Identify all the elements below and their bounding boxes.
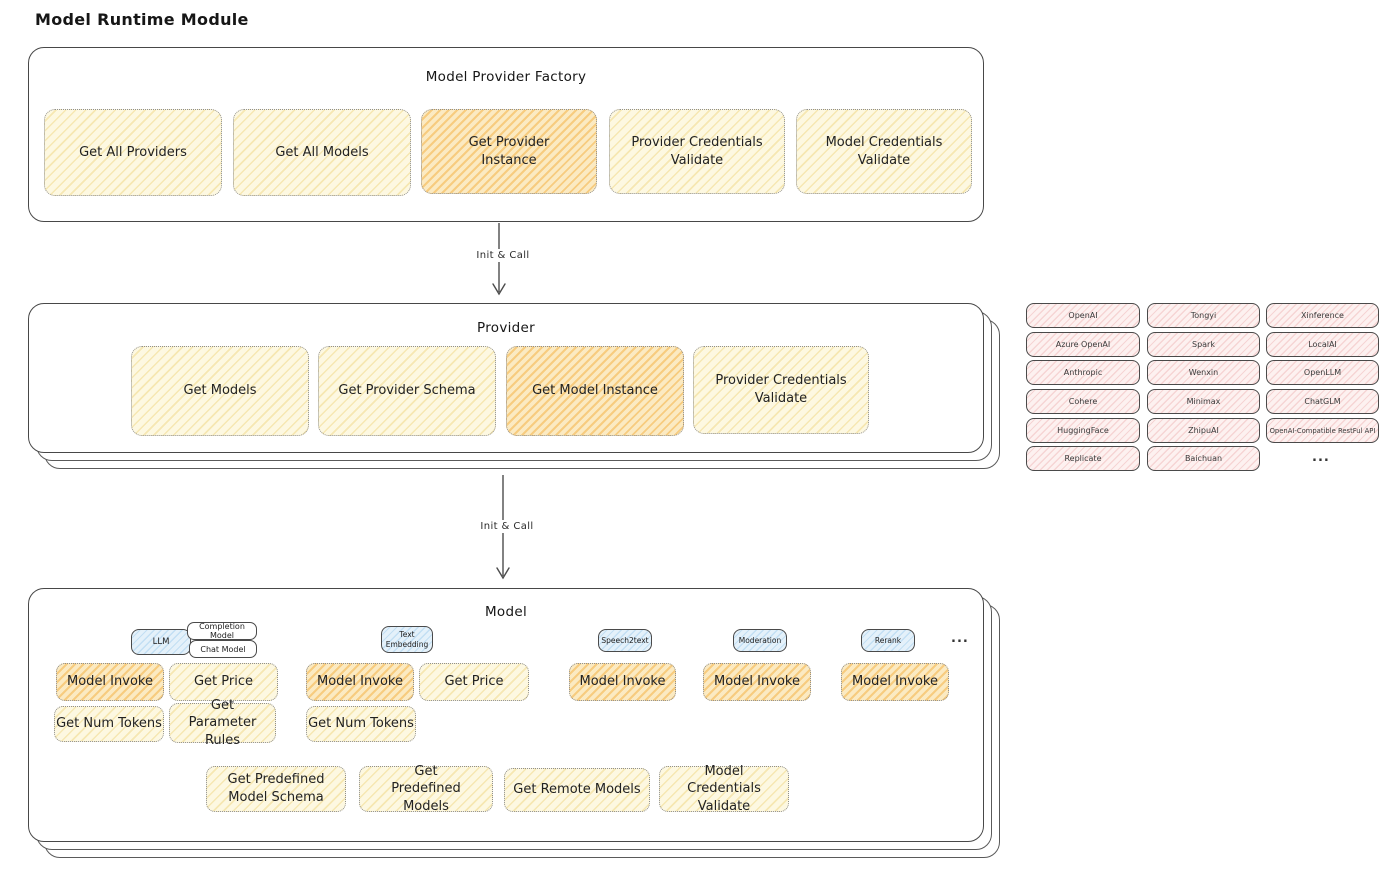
node-text-embedding-get-num-tokens: Get Num Tokens	[306, 706, 416, 742]
node-get-provider-instance: Get Provider Instance	[421, 109, 597, 194]
node-get-provider-schema: Get Provider Schema	[318, 346, 496, 436]
factory-box: Model Provider Factory Get All Providers…	[28, 47, 984, 222]
node-text-embedding-model-invoke: Model Invoke	[306, 663, 414, 701]
provider-chip-anthropic: Anthropic	[1026, 360, 1140, 385]
provider-chip-openai-compatible-restful-api: OpenAI-Compatible RestFul API	[1266, 418, 1379, 443]
node-moderation-model-invoke: Model Invoke	[703, 663, 811, 701]
provider-chip-chatglm: ChatGLM	[1266, 389, 1379, 414]
provider-chip-tongyi: Tongyi	[1147, 303, 1260, 328]
node-provider-credentials-validate-2: Provider Credentials Validate	[693, 346, 869, 434]
provider-chip-xinference: Xinference	[1266, 303, 1379, 328]
tab-rerank: Rerank	[861, 629, 915, 652]
provider-chip-wenxin: Wenxin	[1147, 360, 1260, 385]
providers-more-ellipsis: ...	[1312, 450, 1330, 465]
arrow-label-init-call-1: Init & Call	[458, 249, 548, 262]
tab-llm: LLM	[131, 629, 191, 655]
provider-chip-minimax: Minimax	[1147, 389, 1260, 414]
node-get-remote-models: Get Remote Models	[504, 768, 650, 812]
node-text-embedding-get-price: Get Price	[419, 663, 529, 701]
node-llm-get-num-tokens: Get Num Tokens	[54, 706, 164, 742]
node-get-models: Get Models	[131, 346, 309, 436]
node-llm-model-invoke: Model Invoke	[56, 663, 164, 701]
provider-chip-baichuan: Baichuan	[1147, 446, 1260, 471]
provider-chip-zhipuai: ZhipuAI	[1147, 418, 1260, 443]
model-box: Model LLM Completion Model Chat Model Te…	[28, 588, 984, 842]
arrow-label-init-call-2: Init & Call	[462, 520, 552, 533]
node-model-credentials-validate: Model Credentials Validate	[796, 109, 972, 194]
provider-chip-huggingface: HuggingFace	[1026, 418, 1140, 443]
node-get-all-models: Get All Models	[233, 109, 411, 196]
tab-moderation: Moderation	[733, 629, 787, 652]
provider-chip-replicate: Replicate	[1026, 446, 1140, 471]
node-get-model-instance: Get Model Instance	[506, 346, 684, 436]
model-box-title: Model	[484, 604, 528, 620]
provider-chip-azure-openai: Azure OpenAI	[1026, 332, 1140, 357]
factory-box-title: Model Provider Factory	[425, 69, 587, 85]
node-get-predefined-model-schema: Get Predefined Model Schema	[206, 766, 346, 812]
node-model-credentials-validate-2: Model Credentials Validate	[659, 764, 789, 814]
provider-chip-openai: OpenAI	[1026, 303, 1140, 328]
tab-text-embedding: Text Embedding	[381, 626, 433, 653]
node-rerank-model-invoke: Model Invoke	[841, 663, 949, 701]
tab-chat-model: Chat Model	[189, 640, 257, 658]
page-title: Model Runtime Module	[35, 10, 249, 29]
node-llm-get-parameter-rules: Get Parameter Rules	[169, 698, 276, 748]
tab-speech2text: Speech2text	[598, 629, 652, 652]
provider-box: Provider Get Models Get Provider Schema …	[28, 303, 984, 453]
tab-completion-model: Completion Model	[187, 622, 257, 640]
model-more-ellipsis: ...	[951, 631, 969, 646]
provider-box-title: Provider	[477, 320, 535, 336]
provider-chip-localai: LocalAI	[1266, 332, 1379, 357]
provider-chip-openllm: OpenLLM	[1266, 360, 1379, 385]
provider-chip-cohere: Cohere	[1026, 389, 1140, 414]
node-provider-credentials-validate: Provider Credentials Validate	[609, 109, 785, 194]
node-llm-get-price: Get Price	[169, 663, 278, 701]
node-get-predefined-models: Get Predefined Models	[359, 764, 493, 814]
node-get-all-providers: Get All Providers	[44, 109, 222, 196]
provider-chip-spark: Spark	[1147, 332, 1260, 357]
node-speech2text-model-invoke: Model Invoke	[569, 663, 676, 701]
